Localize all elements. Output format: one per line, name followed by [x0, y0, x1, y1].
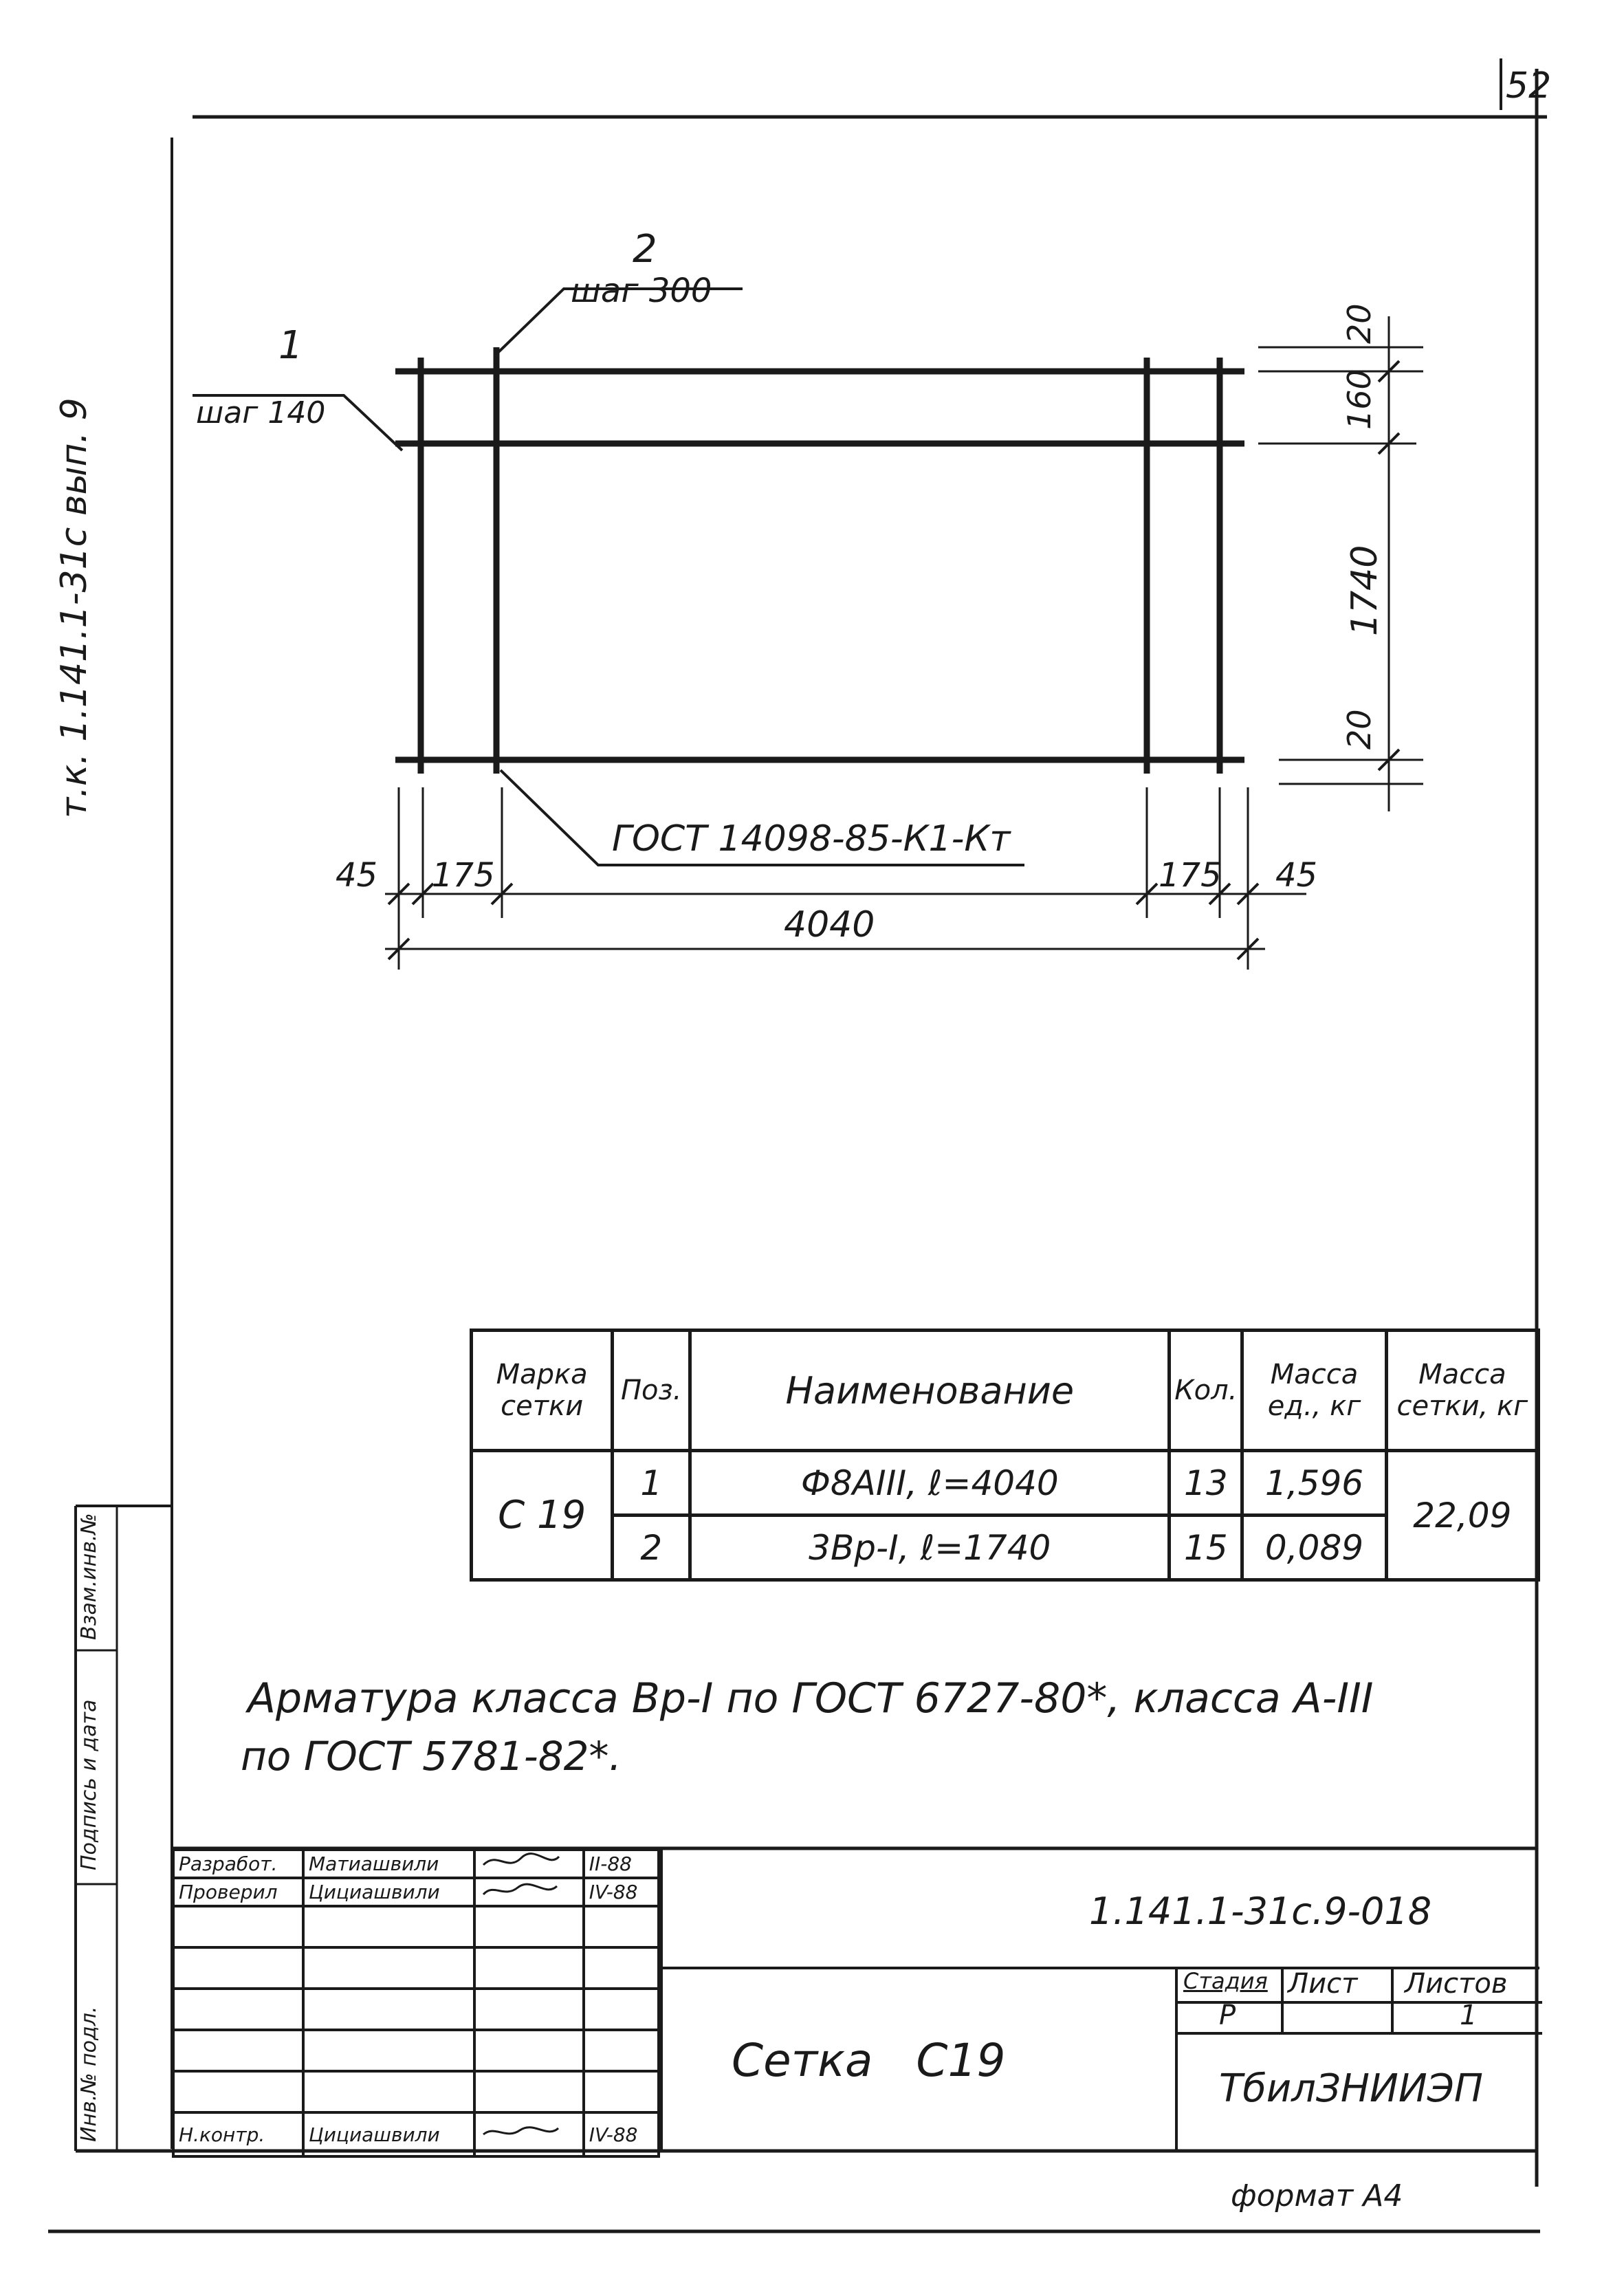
doc-code: 1.141.1-31с.9-018: [1089, 1890, 1432, 1933]
role-developed: Разработ.: [172, 1848, 305, 1879]
leader-pos1: [193, 394, 404, 452]
leader-pos2: [495, 287, 743, 356]
tick: [1377, 360, 1401, 383]
row1-name: Ф8АIII, ℓ=4040: [688, 1449, 1172, 1517]
mark-cell: С 19: [469, 1449, 615, 1582]
sheets-label: Листов: [1405, 1968, 1508, 2000]
name-developed: Матиашвили: [301, 1848, 476, 1879]
row1-qty: 13: [1167, 1449, 1244, 1517]
date-norm: IV-88: [582, 2111, 661, 2158]
tick: [490, 882, 514, 906]
stage-value: Р: [1219, 2000, 1236, 2031]
header-total-mass: Масса сетки, кг: [1384, 1329, 1541, 1452]
tick: [387, 937, 410, 961]
name-norm: Цициашвили: [301, 2111, 476, 2158]
role-checked: Проверил: [172, 1877, 305, 1907]
header-unit-mass: Масса ед., кг: [1240, 1329, 1388, 1452]
title-block-signatures: Разработ. Матиашвили II-88 Проверил Цици…: [172, 1848, 661, 2158]
tick: [1377, 432, 1401, 455]
note-line-1: Арматура класса Вр-I по ГОСТ 6727-80*, к…: [248, 1674, 1374, 1723]
dim-right-inner: 175: [1159, 856, 1222, 895]
dim-top-step: 160: [1341, 369, 1378, 430]
dim-height: 1740: [1344, 545, 1385, 636]
header-name: Наименование: [688, 1329, 1172, 1452]
tick: [1208, 882, 1231, 906]
header-qty: Кол.: [1167, 1329, 1244, 1452]
pos1-number: 1: [278, 323, 303, 368]
spec-table: Марка сетки Поз. Наименование Кол. Масса…: [469, 1329, 1541, 1582]
page-number: 52: [1506, 65, 1552, 107]
dim-left-edge: 45: [336, 856, 378, 895]
name-checked: Цициашвили: [301, 1877, 476, 1907]
stamp-label-signature: Подпись и дата: [77, 1699, 101, 1871]
gost-label: ГОСТ 14098-85-К1-Кт: [612, 818, 1011, 860]
row2-pos: 2: [611, 1513, 692, 1582]
tick: [411, 882, 435, 906]
signature-norm: [472, 2111, 585, 2158]
sheet-label: Лист: [1288, 1968, 1358, 2000]
stamp-label-replace: Взам.инв.№: [77, 1513, 101, 1640]
dim-total-width: 4040: [784, 904, 875, 945]
stamp-label-inventory: Инв.№ подл.: [77, 2006, 101, 2142]
row2-qty: 15: [1167, 1513, 1244, 1582]
pos2-number: 2: [633, 227, 657, 272]
note-line-2: по ГОСТ 5781-82*.: [241, 1733, 622, 1780]
tick: [1377, 748, 1401, 772]
dim-right-edge: 45: [1275, 856, 1318, 895]
role-norm: Н.контр.: [172, 2111, 305, 2158]
pos2-step: шаг 300: [571, 272, 712, 310]
pos1-step: шаг 140: [196, 395, 326, 430]
dim-top-offset: 20: [1341, 303, 1378, 344]
format-label: формат А4: [1231, 2178, 1403, 2213]
dim-left-inner: 175: [432, 856, 495, 895]
row2-name: 3Вр-I, ℓ=1740: [688, 1513, 1172, 1582]
row2-unit-mass: 0,089: [1240, 1513, 1388, 1582]
date-developed: II-88: [582, 1848, 661, 1879]
total-mass-cell: 22,09: [1384, 1449, 1541, 1582]
sheets-value: 1: [1460, 2000, 1478, 2031]
organization: ТбилЗНИИЭП: [1219, 2066, 1483, 2111]
header-mark: Марка сетки: [469, 1329, 615, 1452]
dim-bottom-offset: 20: [1341, 709, 1378, 750]
tick: [1236, 882, 1260, 906]
signature-developed: [472, 1848, 585, 1879]
row1-pos: 1: [611, 1449, 692, 1517]
stage-label: Стадия: [1183, 1968, 1268, 1994]
row1-unit-mass: 1,596: [1240, 1449, 1388, 1517]
tick: [387, 882, 410, 906]
title-block-right: 1.141.1-31с.9-018 Сетка С19 Стадия Лист …: [660, 1848, 1542, 2151]
tick: [1236, 937, 1260, 961]
header-pos: Поз.: [611, 1329, 692, 1452]
date-checked: IV-88: [582, 1877, 661, 1907]
tick: [1135, 882, 1159, 906]
leader-gost: [499, 769, 1024, 866]
drawing-title: Сетка С19: [732, 2034, 1006, 2087]
signature-checked: [472, 1877, 585, 1907]
